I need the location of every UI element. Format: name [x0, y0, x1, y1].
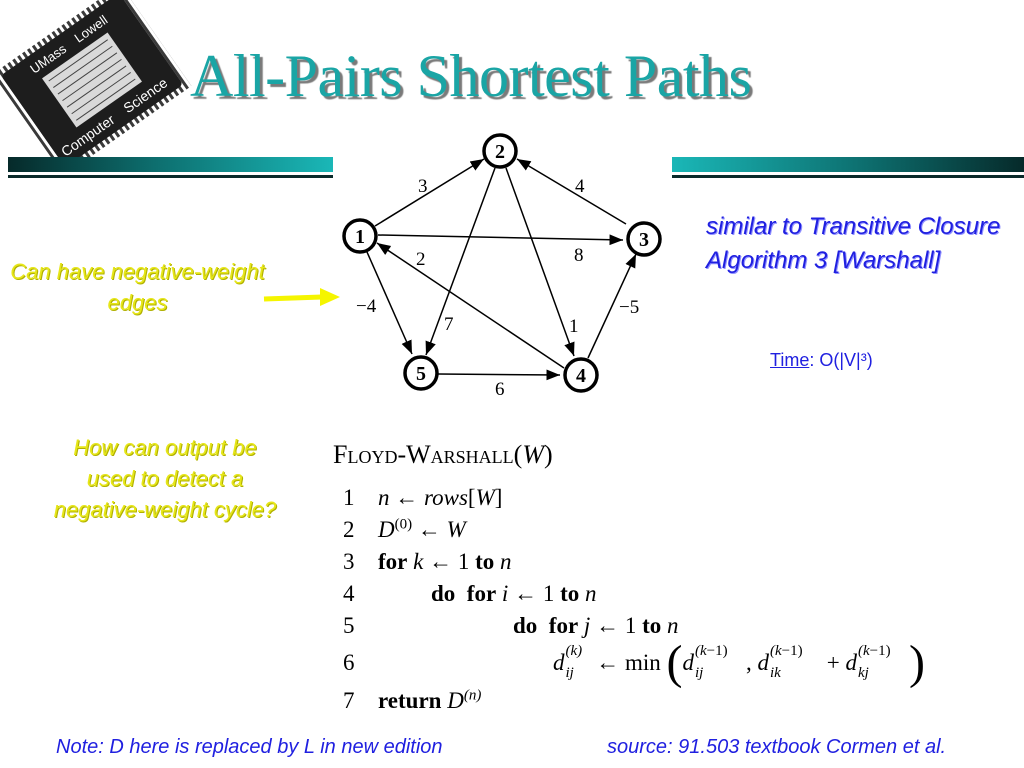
- title-bar-right: [672, 157, 1024, 172]
- weight-1-5: −4: [356, 296, 377, 317]
- algorithm-arg: W: [522, 440, 544, 469]
- title-rule-right: [672, 175, 1024, 178]
- negative-cycle-question: How can output be used to detect a negat…: [53, 435, 277, 522]
- node-label-3: 3: [639, 229, 649, 251]
- edge-1-5: [366, 251, 413, 355]
- edge-2-5: [425, 167, 496, 356]
- edge-1-3: [377, 234, 624, 246]
- weight-4-3: −5: [619, 297, 639, 318]
- weighted-graph: 3 4 8 2 −4 7 1 −5 6 1 2 3 4 5: [342, 133, 662, 400]
- edge-3-2: [516, 158, 627, 225]
- node-label-2: 2: [495, 141, 505, 163]
- algorithm-title: Floyd-Warshall(W): [333, 440, 553, 469]
- edge-4-1: [376, 242, 565, 369]
- node-label-1: 1: [355, 226, 365, 248]
- time-label: Time: [770, 350, 810, 370]
- footer-source-right: source: 91.503 textbook Cormen et al.: [607, 736, 947, 758]
- weight-2-5: 7: [444, 314, 454, 335]
- weight-1-3: 8: [574, 245, 584, 266]
- title-rule-left: [8, 175, 333, 178]
- weight-4-1: 2: [416, 249, 426, 270]
- edge-5-4: [437, 369, 561, 381]
- weight-2-4: 1: [569, 316, 579, 337]
- edge-4-3: [587, 253, 637, 359]
- weight-3-2: 4: [575, 176, 585, 197]
- node-2: [482, 133, 518, 169]
- time-value: : O(|V|³): [809, 350, 873, 370]
- umass-lowell-cs-logo: UMass Lowell Computer Science: [0, 0, 192, 160]
- node-5: [403, 355, 439, 391]
- node-label-4: 4: [576, 365, 586, 387]
- node-label-5: 5: [416, 363, 426, 385]
- footer-note-left: Note: D here is replaced by L in new edi…: [56, 736, 443, 758]
- algorithm-name: Floyd-Warshall: [333, 440, 514, 469]
- yellow-arrow-icon: [263, 288, 340, 306]
- edge-1-2: [374, 158, 485, 227]
- node-1: [342, 218, 378, 254]
- similar-to-warshall-note: similar to Transitive Closure Algorithm …: [706, 213, 1001, 274]
- time-complexity: Time: O(|V|³): [770, 350, 970, 371]
- weight-5-4: 6: [495, 379, 505, 400]
- node-3: [626, 221, 662, 257]
- edge-2-4: [505, 167, 575, 357]
- weight-1-2: 3: [418, 176, 428, 197]
- slide-title: All-Pairs Shortest Paths: [190, 43, 752, 109]
- negative-edges-note: Can have negative-weight edges: [10, 259, 265, 315]
- title-bar-left: [8, 157, 333, 172]
- node-4: [563, 357, 599, 393]
